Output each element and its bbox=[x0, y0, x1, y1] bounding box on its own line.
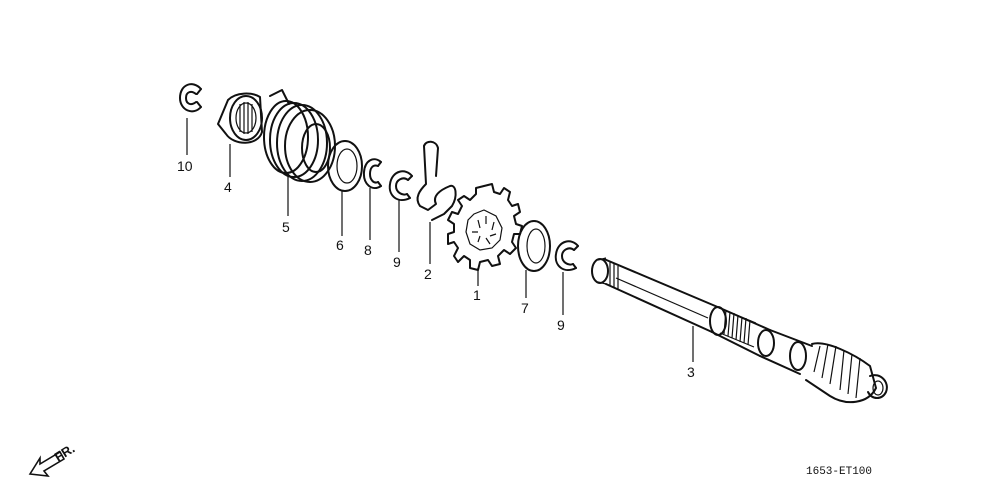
label-part-8: 8 bbox=[364, 242, 372, 258]
label-part-9-lower: 9 bbox=[557, 317, 565, 333]
stopper-spring-part-2 bbox=[416, 140, 457, 221]
washer-part-7 bbox=[517, 220, 551, 272]
figure-code: 1653-ET100 bbox=[806, 466, 872, 478]
front-arrow-icon bbox=[28, 450, 66, 478]
label-part-5: 5 bbox=[282, 219, 290, 235]
label-part-9-upper: 9 bbox=[393, 254, 401, 270]
label-part-10: 10 bbox=[177, 158, 193, 174]
spring-part-5 bbox=[263, 89, 336, 183]
part-labels: 10 4 5 6 8 9 2 1 7 9 3 bbox=[177, 158, 695, 380]
collar-part-4 bbox=[217, 92, 263, 144]
label-part-7: 7 bbox=[521, 300, 529, 316]
label-part-3: 3 bbox=[687, 364, 695, 380]
label-part-2: 2 bbox=[424, 266, 432, 282]
leader-lines bbox=[186, 118, 694, 362]
front-direction-marker: FR. bbox=[28, 441, 77, 478]
gear-part-1 bbox=[447, 183, 523, 271]
washer-part-6 bbox=[327, 140, 363, 192]
spindle-part-3 bbox=[591, 257, 888, 404]
circlip-part-10 bbox=[179, 83, 202, 113]
label-part-4: 4 bbox=[224, 179, 232, 195]
snap-ring-part-9-upper bbox=[388, 170, 413, 202]
snap-ring-part-8 bbox=[362, 158, 382, 190]
snap-ring-part-9-lower bbox=[554, 240, 579, 272]
label-part-6: 6 bbox=[336, 237, 344, 253]
label-part-1: 1 bbox=[473, 287, 481, 303]
